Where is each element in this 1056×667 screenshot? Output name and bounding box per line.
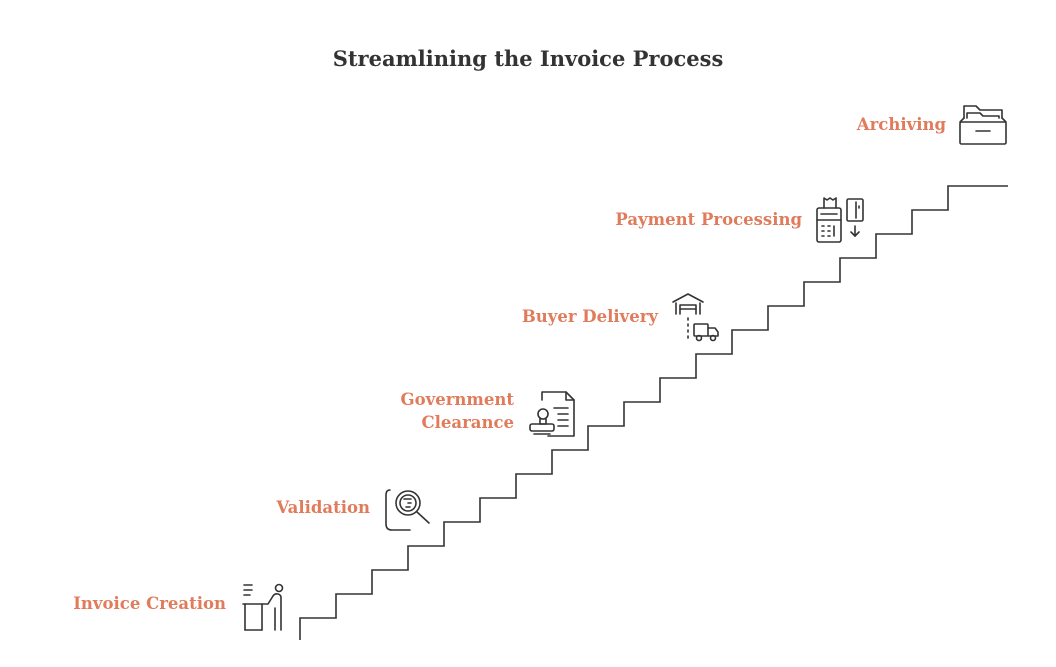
step-label-invoice-creation: Invoice Creation [73,594,226,613]
person-at-desk-icon [240,582,290,632]
archive-drawer-icon [958,104,1010,148]
step-label-government-clearance-text: Government Clearance [400,390,514,432]
step-label-validation: Validation [276,498,370,517]
staircase-line [299,185,1008,640]
step-label-archiving: Archiving [856,115,946,134]
stamp-document-icon [528,390,578,440]
step-label-buyer-delivery: Buyer Delivery [521,307,658,326]
warehouse-truck-icon [670,292,722,344]
diagram-title: Streamlining the Invoice Process [332,46,724,71]
document-magnifier-icon [384,486,434,532]
pos-terminal-card-icon [814,196,866,246]
step-label-payment-processing: Payment Processing [615,210,802,229]
step-label-government-clearance: Government Clearance [384,388,514,434]
